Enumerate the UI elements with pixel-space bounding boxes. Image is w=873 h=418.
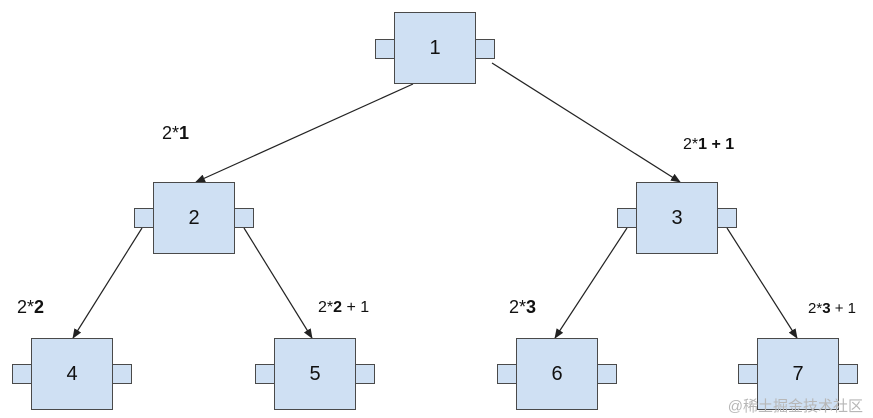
- node-7: 7: [757, 338, 839, 410]
- node-7-left-port: [738, 364, 758, 384]
- edge-label-to-6: 2*3: [509, 297, 537, 317]
- node-6-left-port: [497, 364, 517, 384]
- edge-1-to-2: [195, 83, 414, 183]
- node-3-left-port: [617, 208, 637, 228]
- node-1-right-port: [475, 39, 495, 59]
- watermark: @稀土掘金技术社区: [727, 398, 863, 415]
- node-5-label: 5: [309, 362, 321, 385]
- node-2-left-port: [134, 208, 154, 228]
- node-3-right-port: [717, 208, 737, 228]
- node-6: 6: [516, 338, 598, 410]
- edge-label-to-2: 2*1: [162, 123, 190, 143]
- node-5-right-port: [355, 364, 375, 384]
- node-6-label: 6: [551, 362, 563, 385]
- edge-3-to-6: [554, 227, 628, 339]
- node-6-right-port: [597, 364, 617, 384]
- node-2-right-port: [234, 208, 254, 228]
- node-7-label: 7: [792, 362, 804, 385]
- node-4-left-port: [12, 364, 32, 384]
- node-4: 4: [31, 338, 113, 410]
- node-4-right-port: [112, 364, 132, 384]
- node-4-label: 4: [66, 362, 78, 385]
- edge-label-to-7: 2*3 + 1: [808, 300, 856, 317]
- edge-label-to-5: 2*2 + 1: [318, 299, 370, 316]
- node-1: 1: [394, 12, 476, 84]
- edge-2-to-4: [72, 227, 143, 339]
- node-2: 2: [153, 182, 235, 254]
- node-1-label: 1: [429, 36, 441, 59]
- node-1-left-port: [375, 39, 395, 59]
- edge-label-to-4: 2*2: [17, 297, 45, 317]
- node-5: 5: [274, 338, 356, 410]
- edge-2-to-5: [243, 227, 313, 339]
- edge-label-to-3: 2*1 + 1: [683, 136, 735, 153]
- node-5-left-port: [255, 364, 275, 384]
- node-3: 3: [636, 182, 718, 254]
- edge-1-to-3: [491, 62, 681, 183]
- node-2-label: 2: [188, 206, 200, 229]
- node-7-right-port: [838, 364, 858, 384]
- node-3-label: 3: [671, 206, 683, 229]
- edge-3-to-7: [726, 227, 798, 339]
